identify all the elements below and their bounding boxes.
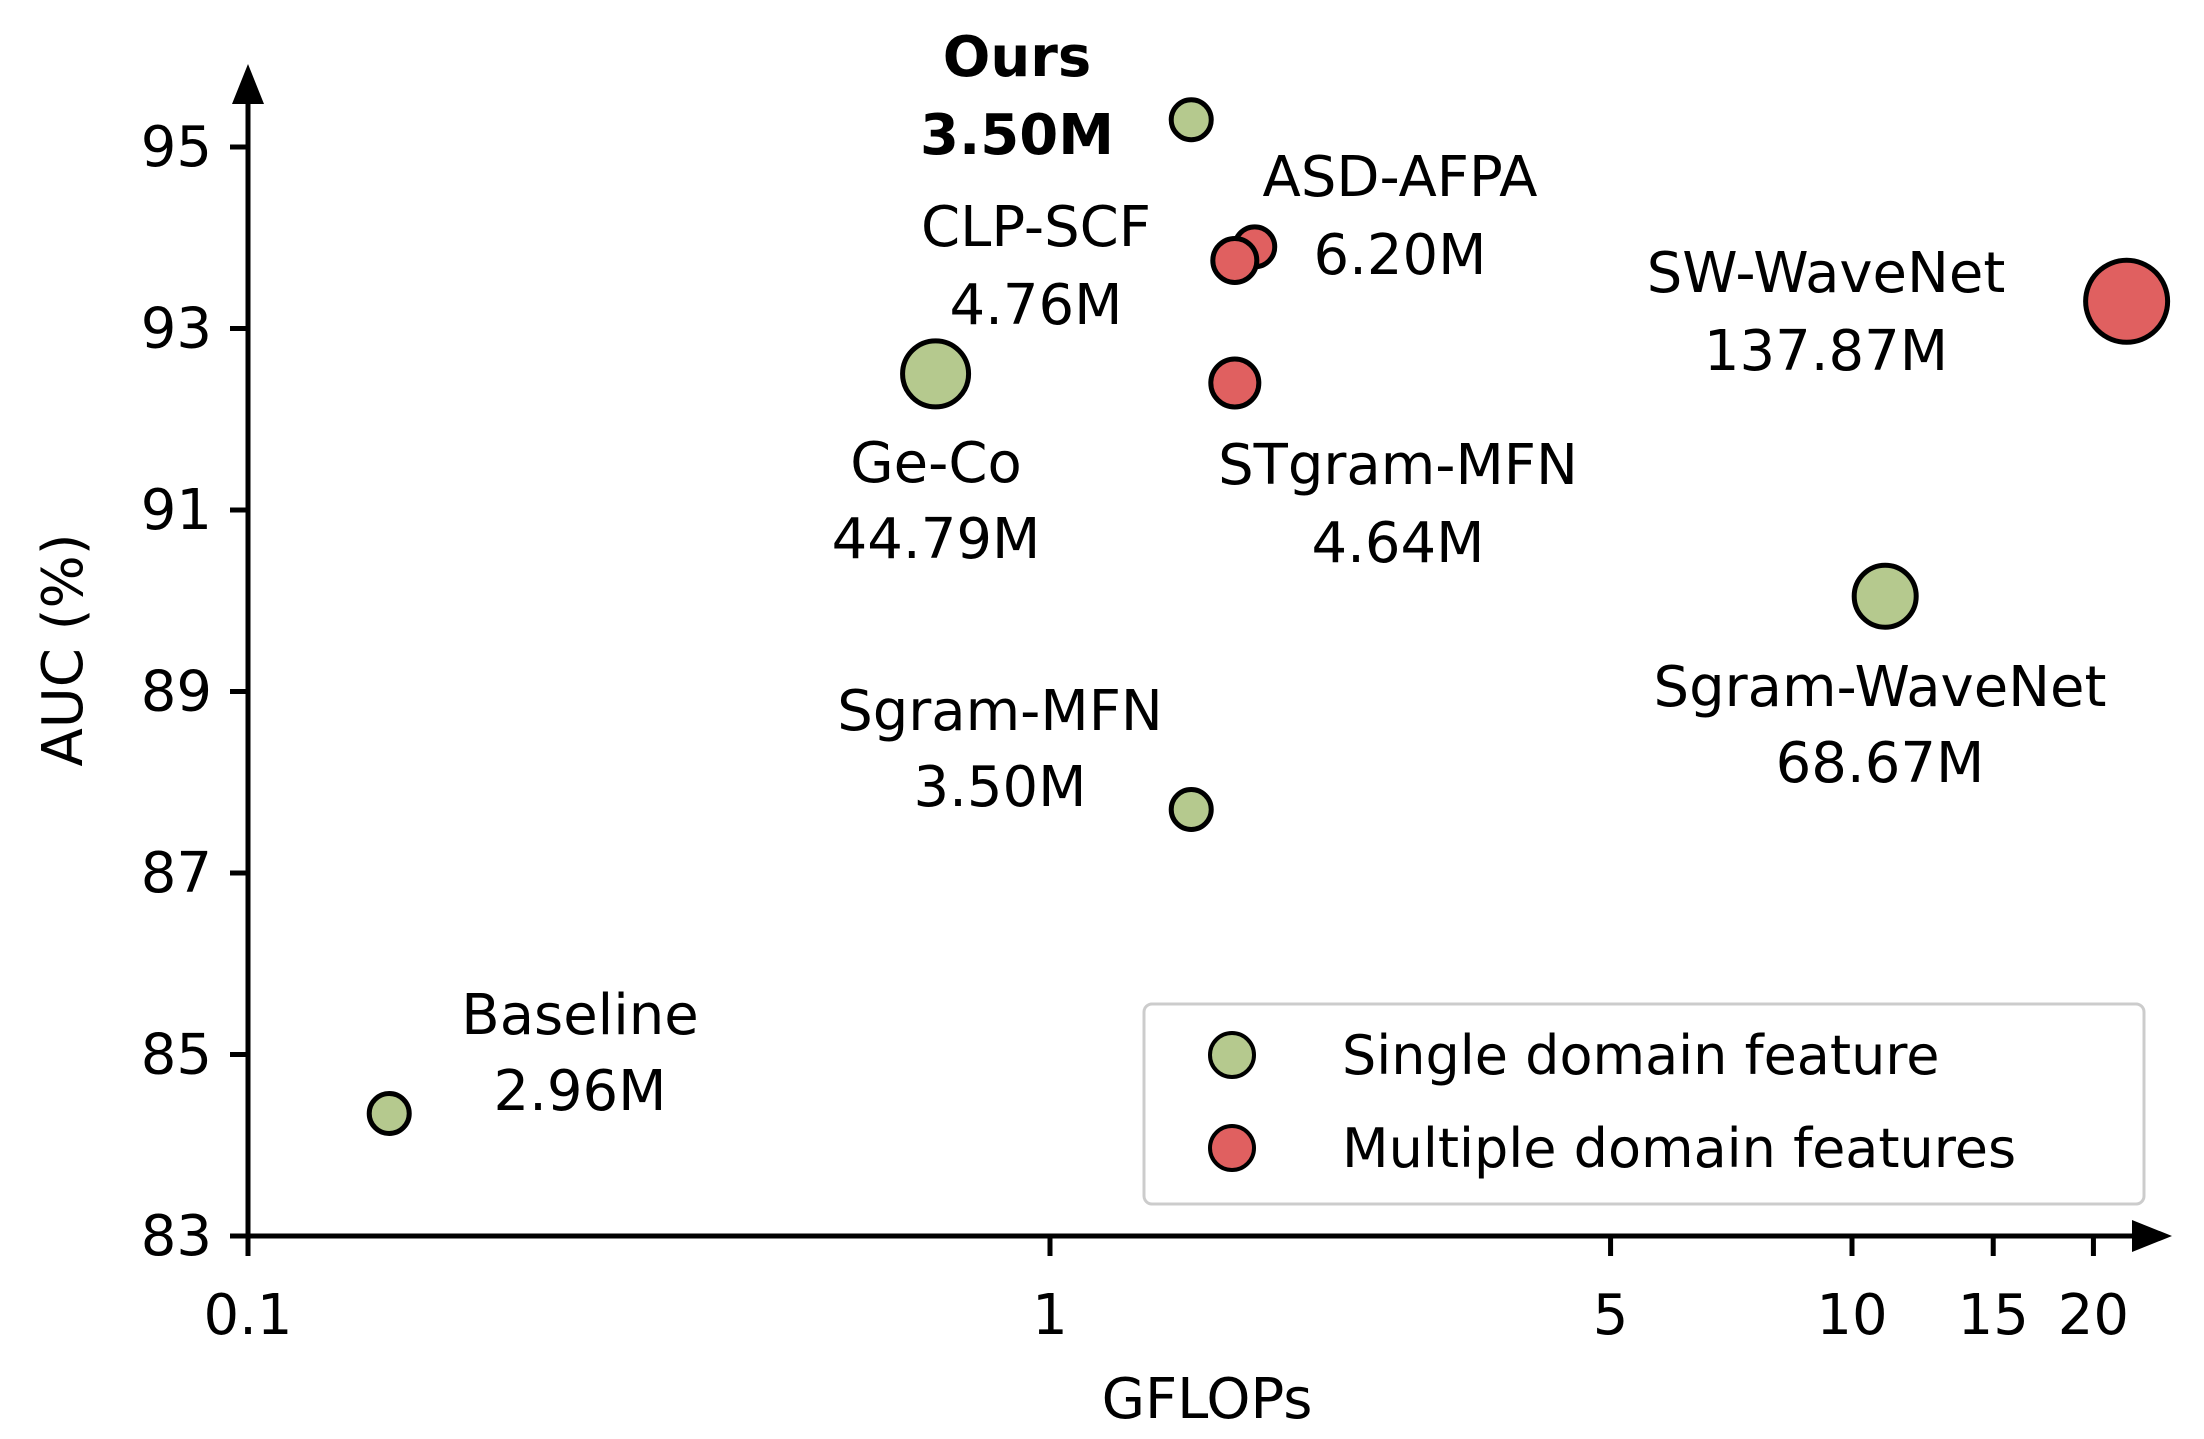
legend-label-single: Single domain feature	[1342, 1024, 1940, 1087]
y-axis-label: AUC (%)	[31, 533, 96, 766]
label-asd-afpa-params: 6.20M	[1313, 223, 1486, 288]
legend-frame	[1142, 1002, 2146, 1206]
x-tick-label: 5	[1593, 1283, 1629, 1348]
label-sgram-wavenet-params: 68.67M	[1776, 731, 1985, 796]
point-ours	[1168, 97, 1214, 143]
point-ge-co	[900, 338, 972, 410]
legend-marker-single	[1208, 1031, 1256, 1079]
label-ours-params: 3.50M	[920, 103, 1114, 168]
point-labels: Ours 3.50M Ge-Co 44.79M Sgram-WaveNet 68.67M S…	[461, 25, 2106, 1124]
y-tick-label: 91	[141, 478, 212, 543]
x-tick-label: 0.1	[203, 1283, 292, 1348]
legend-marker-multiple	[1208, 1124, 1256, 1172]
y-tick-label: 85	[141, 1023, 212, 1088]
x-axis-label: GFLOPs	[1102, 1367, 1313, 1432]
label-sw-wavenet-name: SW-WaveNet	[1647, 241, 2006, 306]
label-ge-co-name: Ge-Co	[850, 431, 1021, 496]
label-sgram-wavenet-name: Sgram-WaveNet	[1654, 655, 2107, 720]
label-sw-wavenet-params: 137.87M	[1704, 319, 1948, 384]
label-stgram-mfn-name: STgram-MFN	[1218, 433, 1578, 498]
x-tick-label: 20	[2058, 1283, 2129, 1348]
point-sgram-mfn	[1168, 786, 1214, 832]
x-tick-label: 15	[1958, 1283, 2029, 1348]
data-points	[366, 97, 2171, 1136]
y-tick-label: 95	[141, 115, 212, 180]
label-baseline-name: Baseline	[461, 983, 698, 1048]
label-clp-scf-params: 4.76M	[949, 273, 1122, 338]
y-tick-label: 83	[141, 1204, 212, 1269]
legend-label-multiple: Multiple domain features	[1342, 1117, 2016, 1180]
label-baseline-params: 2.96M	[493, 1059, 666, 1124]
y-axis-ticks: 83 85 87 89 91 93 95	[141, 115, 248, 1269]
label-asd-afpa-name: ASD-AFPA	[1263, 145, 1538, 210]
point-stgram-mfn	[1208, 356, 1262, 410]
label-sgram-mfn-name: Sgram-MFN	[837, 679, 1163, 744]
y-axis-arrow	[232, 64, 264, 104]
point-sgram-wavenet	[1851, 562, 1919, 630]
legend: Single domain feature Multiple domain fe…	[1142, 1002, 2146, 1206]
x-tick-label: 1	[1032, 1283, 1068, 1348]
x-axis-arrow	[2132, 1220, 2172, 1252]
label-sgram-mfn-params: 3.50M	[913, 755, 1086, 820]
y-tick-label: 93	[141, 297, 212, 362]
point-clp-scf	[1210, 235, 1260, 285]
y-tick-label: 89	[141, 660, 212, 725]
label-clp-scf-name: CLP-SCF	[921, 195, 1151, 260]
x-tick-label: 10	[1816, 1283, 1887, 1348]
point-baseline	[366, 1090, 412, 1136]
label-stgram-mfn-params: 4.64M	[1311, 511, 1484, 576]
label-ge-co-params: 44.79M	[832, 507, 1041, 572]
label-ours-name: Ours	[943, 25, 1091, 90]
y-tick-label: 87	[141, 841, 212, 906]
point-sw-wavenet	[2083, 257, 2171, 345]
